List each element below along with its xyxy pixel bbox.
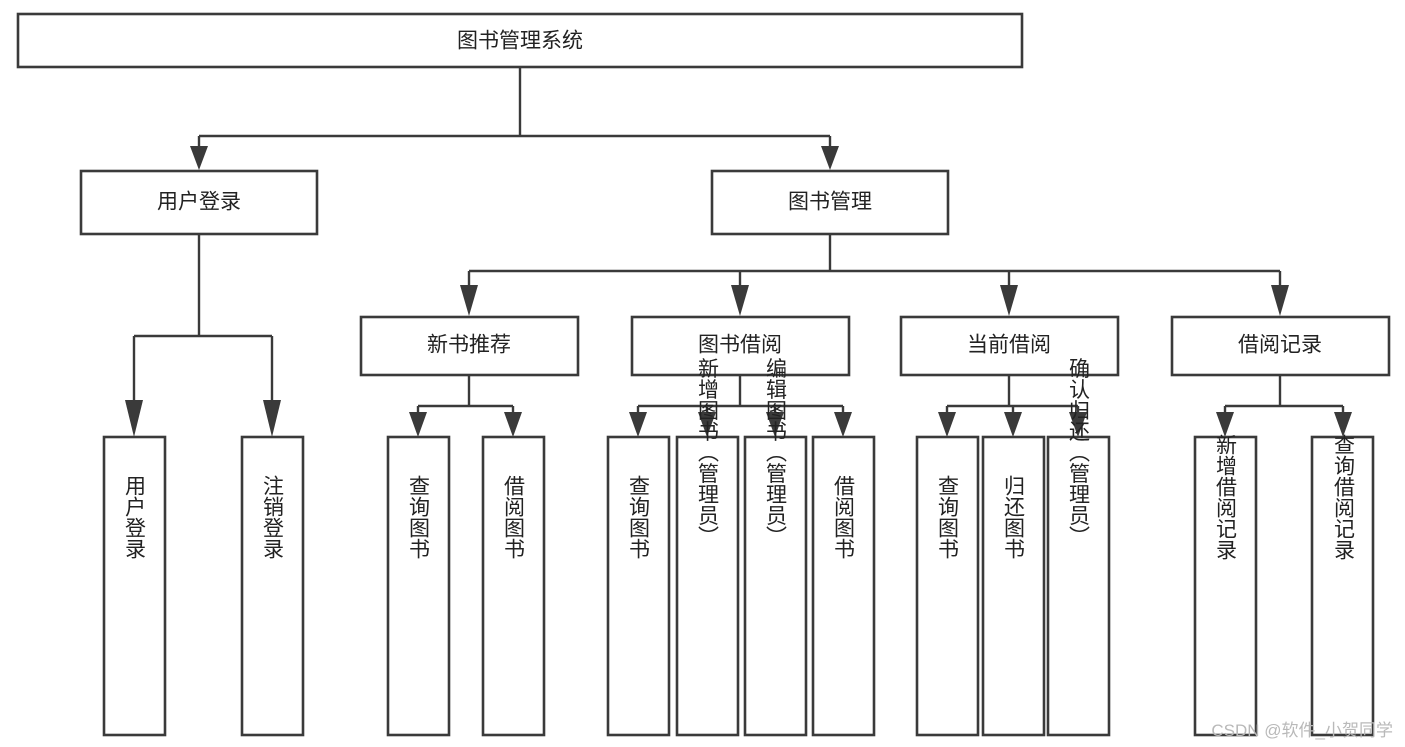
arrow-icon-leaf-borrow-book-1 bbox=[504, 412, 522, 437]
node-leaf-query-book-3-box[interactable] bbox=[915, 435, 980, 737]
node-leaf-edit-book[interactable]: 编辑图书（管理员） bbox=[743, 358, 808, 737]
node-book-management-box[interactable] bbox=[710, 169, 950, 236]
node-leaf-borrow-book-2-label: 借阅图书 bbox=[832, 475, 856, 559]
node-leaf-query-book-3-label: 查询图书 bbox=[936, 475, 960, 559]
arrow-icon-leaf-query-book-2 bbox=[629, 412, 647, 437]
arrow-icon-book-borrow bbox=[731, 285, 749, 316]
node-leaf-confirm-return-box[interactable] bbox=[1046, 435, 1111, 737]
arrow-icon-leaf-add-book bbox=[698, 412, 716, 437]
node-user-login-label: 用户登录 bbox=[157, 191, 241, 214]
node-book-borrow-label: 图书借阅 bbox=[698, 334, 782, 357]
node-leaf-query-book-2-box[interactable] bbox=[606, 435, 671, 737]
node-leaf-add-record-box[interactable] bbox=[1193, 435, 1258, 737]
node-leaf-query-record-box[interactable] bbox=[1310, 435, 1375, 737]
arrow-icon-leaf-borrow-book-2 bbox=[834, 412, 852, 437]
arrow-icon-leaf-confirm-return bbox=[1069, 412, 1087, 437]
node-root-label: 图书管理系统 bbox=[457, 30, 583, 53]
node-user-login[interactable]: 用户登录 bbox=[79, 169, 319, 236]
arrow-icon-user-login bbox=[190, 146, 208, 170]
node-book-borrow-box[interactable] bbox=[630, 315, 851, 377]
arrow-icon-leaf-return-book bbox=[1004, 412, 1022, 437]
arrow-icon-leaf-query-book-1 bbox=[409, 412, 427, 437]
arrow-icon-borrow-record bbox=[1271, 285, 1289, 316]
node-book-management[interactable]: 图书管理 bbox=[710, 169, 950, 236]
node-new-book-recommend-box[interactable] bbox=[359, 315, 580, 377]
node-leaf-borrow-book-1-box[interactable] bbox=[481, 435, 546, 737]
node-leaf-confirm-return-label: 确认归还（管理员） bbox=[1067, 358, 1091, 547]
node-current-borrow-label: 当前借阅 bbox=[967, 334, 1051, 357]
arrow-icon-current-borrow bbox=[1000, 285, 1018, 316]
arrow-icon-leaf-user-login bbox=[125, 400, 143, 437]
node-leaf-add-book-box[interactable] bbox=[675, 435, 740, 737]
node-leaf-query-book-2[interactable]: 查询图书 bbox=[606, 435, 671, 737]
connector-layer bbox=[125, 67, 1352, 437]
node-borrow-record-box[interactable] bbox=[1170, 315, 1391, 377]
node-new-book-recommend-label: 新书推荐 bbox=[427, 334, 511, 357]
node-user-login-box[interactable] bbox=[79, 169, 319, 236]
node-leaf-borrow-book-1[interactable]: 借阅图书 bbox=[481, 435, 546, 737]
node-root-box[interactable] bbox=[16, 12, 1024, 69]
node-leaf-logout-login-label: 注销登录 bbox=[261, 475, 285, 559]
node-borrow-record[interactable]: 借阅记录 bbox=[1170, 315, 1391, 377]
node-leaf-add-record-label: 新增借阅记录 bbox=[1214, 434, 1238, 560]
node-leaf-query-book-3[interactable]: 查询图书 bbox=[915, 435, 980, 737]
node-leaf-user-login[interactable]: 用户登录 bbox=[102, 435, 167, 737]
node-leaf-return-book-box[interactable] bbox=[981, 435, 1046, 737]
node-leaf-return-book-label: 归还图书 bbox=[1002, 475, 1026, 559]
node-leaf-return-book[interactable]: 归还图书 bbox=[981, 435, 1046, 737]
node-leaf-borrow-book-2[interactable]: 借阅图书 bbox=[811, 435, 876, 737]
node-leaf-confirm-return[interactable]: 确认归还（管理员） bbox=[1046, 358, 1111, 737]
arrow-icon-leaf-logout-login bbox=[263, 400, 281, 437]
node-root[interactable]: 图书管理系统 bbox=[16, 12, 1024, 69]
arrow-icon-leaf-query-book-3 bbox=[938, 412, 956, 437]
arrow-icon-leaf-add-record bbox=[1216, 412, 1234, 437]
node-current-borrow-box[interactable] bbox=[899, 315, 1120, 377]
arrow-icon-leaf-query-record bbox=[1334, 412, 1352, 437]
node-new-book-recommend[interactable]: 新书推荐 bbox=[359, 315, 580, 377]
node-leaf-user-login-box[interactable] bbox=[102, 435, 167, 737]
node-leaf-logout-login-box[interactable] bbox=[240, 435, 305, 737]
node-borrow-record-label: 借阅记录 bbox=[1238, 334, 1322, 357]
node-leaf-query-book-2-label: 查询图书 bbox=[627, 475, 651, 559]
node-leaf-add-book[interactable]: 新增图书（管理员） bbox=[675, 358, 740, 737]
node-leaf-query-book-1-box[interactable] bbox=[386, 435, 451, 737]
node-leaf-query-book-1-label: 查询图书 bbox=[407, 475, 431, 559]
node-leaf-add-book-label: 新增图书（管理员） bbox=[696, 358, 720, 547]
arrow-icon-leaf-edit-book bbox=[766, 412, 784, 437]
node-current-borrow[interactable]: 当前借阅 bbox=[899, 315, 1120, 377]
node-leaf-logout-login[interactable]: 注销登录 bbox=[240, 435, 305, 737]
arrow-icon-new-book-recommend bbox=[460, 285, 478, 316]
node-leaf-user-login-label: 用户登录 bbox=[123, 475, 147, 559]
arrow-icon-book-management bbox=[821, 146, 839, 170]
node-leaf-query-book-1[interactable]: 查询图书 bbox=[386, 435, 451, 737]
node-leaf-edit-book-label: 编辑图书（管理员） bbox=[764, 358, 788, 547]
node-leaf-borrow-book-2-box[interactable] bbox=[811, 435, 876, 737]
node-book-borrow[interactable]: 图书借阅 bbox=[630, 315, 851, 377]
node-leaf-add-record[interactable]: 新增借阅记录 bbox=[1193, 434, 1258, 737]
node-leaf-edit-book-box[interactable] bbox=[743, 435, 808, 737]
node-leaf-query-record-label: 查询借阅记录 bbox=[1332, 434, 1356, 560]
node-leaf-borrow-book-1-label: 借阅图书 bbox=[502, 475, 526, 559]
node-leaf-query-record[interactable]: 查询借阅记录 bbox=[1310, 434, 1375, 737]
node-book-management-label: 图书管理 bbox=[788, 191, 872, 214]
